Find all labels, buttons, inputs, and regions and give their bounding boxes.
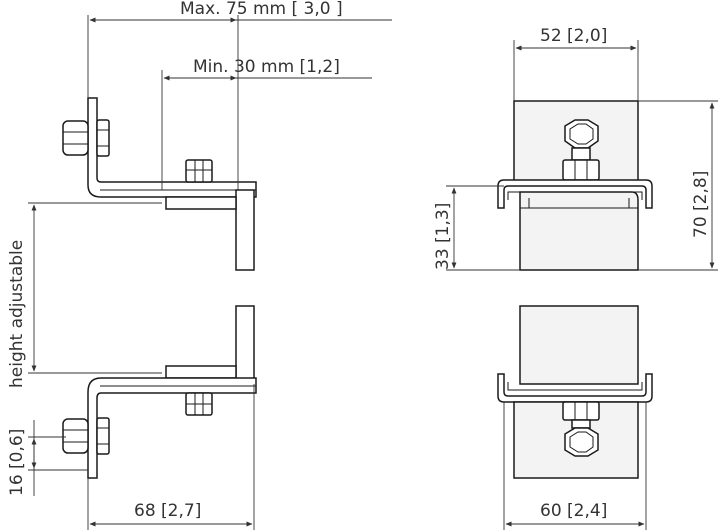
- top-width-label: 52 [2,0]: [540, 26, 607, 46]
- lower-height-label: 33 [1,3]: [433, 203, 453, 270]
- bracket-depth-label: 68 [2,7]: [134, 501, 201, 521]
- height-adjustable-label: height adjustable: [7, 240, 27, 388]
- front-view-lower: [497, 305, 653, 479]
- max-depth-label: Max. 75 mm [ 3,0 ]: [180, 0, 343, 19]
- min-depth-label: Min. 30 mm [1,2]: [193, 57, 340, 77]
- upper-bracket: [87, 97, 257, 271]
- front-view-upper: [497, 100, 653, 271]
- lower-bracket: [87, 305, 257, 479]
- front-dimensions: 52 [2,0] 70 [2,8] 33 [1,3] 60 [2,4]: [433, 26, 718, 530]
- upper-nut: [185, 159, 213, 183]
- side-view: Max. 75 mm [ 3,0 ] Min. 30 mm [1,2] heig…: [7, 0, 392, 530]
- total-height-label: 70 [2,8]: [691, 171, 711, 238]
- lower-nut: [185, 392, 213, 416]
- upper-screw: [62, 119, 110, 157]
- bottom-width-label: 60 [2,4]: [540, 501, 607, 521]
- bracket-offset-label: 16 [0,6]: [7, 429, 27, 496]
- lower-screw: [62, 417, 110, 455]
